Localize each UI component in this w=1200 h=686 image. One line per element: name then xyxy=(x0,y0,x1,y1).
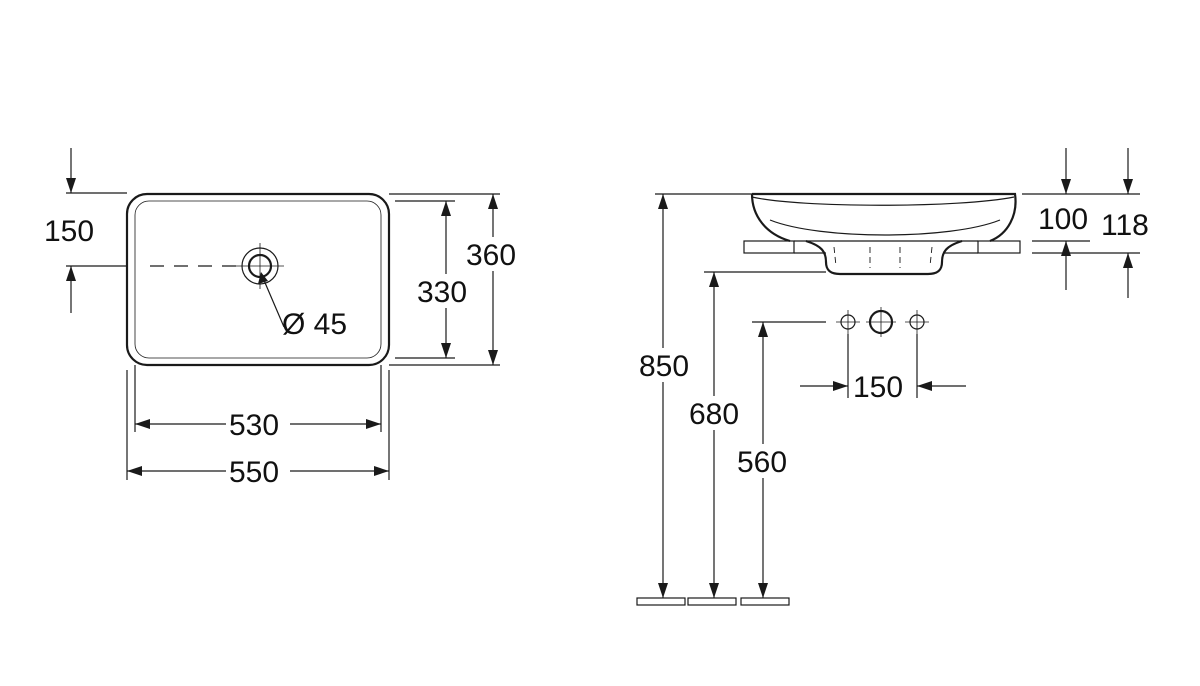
dim-mounting-height: 850 xyxy=(639,350,689,383)
basin-profile xyxy=(750,192,1017,276)
top-view: Ø 45 150 330 360 530 xyxy=(44,148,523,489)
dim-inner-width: 530 xyxy=(229,409,279,442)
dim-overall-height: 118 xyxy=(1101,209,1149,242)
dim-overall-depth: 360 xyxy=(466,239,516,272)
dim-drain-height: 680 xyxy=(689,398,739,431)
dim-tap-hole-diameter: Ø 45 xyxy=(282,308,347,341)
dim-tap-spacing: 150 xyxy=(853,371,903,404)
dim-tap-height: 560 xyxy=(737,446,787,479)
basin-inner-outline xyxy=(134,200,382,359)
dim-inner-depth: 330 xyxy=(417,276,467,309)
dim-basin-height: 100 xyxy=(1038,203,1088,236)
countertop xyxy=(743,240,1021,254)
tap-holes-icon xyxy=(836,307,929,337)
floor-plates xyxy=(636,597,790,606)
dim-overall-width: 550 xyxy=(229,456,279,489)
basin-outer-outline xyxy=(125,192,391,367)
dim-tap-hole-offset: 150 xyxy=(44,215,94,248)
side-view: 850 680 560 xyxy=(636,148,1149,606)
